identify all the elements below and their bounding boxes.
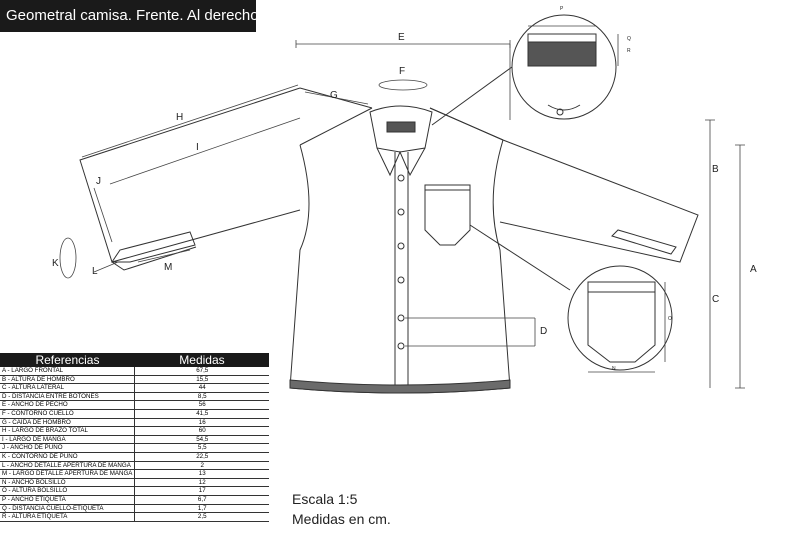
row-value: 8,5 — [134, 392, 269, 402]
row-label: K - CONTORNO DE PUNO — [0, 452, 135, 462]
row-label: F - CONTORNO CUELLO — [0, 409, 135, 419]
row-label: N - ANCHO BOLSILLO — [0, 478, 135, 488]
button-icon — [397, 174, 405, 182]
row-label: E - ANCHO DE PECHO — [0, 400, 135, 410]
row-label: O - ALTURA BOLSILLO — [0, 486, 135, 496]
row-label: B - ALTURA DE HOMBRO — [0, 375, 135, 385]
dim-label-g: G — [330, 90, 338, 101]
table-header-medidas: Medidas — [134, 353, 269, 367]
dim-label-d: D — [540, 326, 547, 337]
row-value: 5,5 — [134, 443, 269, 453]
button-icon — [397, 242, 405, 250]
row-value: 2,5 — [134, 512, 269, 522]
placket — [394, 152, 409, 388]
label-detail-circle — [511, 14, 617, 120]
row-label: R - ALTURA ETIQUETA — [0, 512, 135, 522]
dim-label-q: Q — [627, 36, 631, 42]
button-icon — [397, 342, 405, 350]
dim-label-f: F — [399, 66, 405, 77]
row-label: I - LARGO DE MANGA — [0, 435, 135, 445]
row-label: Q - DISTANCIA CUELLO-ETIQUETA — [0, 504, 135, 514]
row-value: 67,5 — [134, 367, 269, 376]
scale-note: Escala 1:5 Medidas en cm. — [292, 489, 391, 529]
row-value: 1,7 — [134, 504, 269, 514]
dim-label-i: I — [196, 142, 199, 153]
dim-label-j: J — [96, 176, 101, 187]
dim-label-e: E — [398, 32, 405, 43]
dim-label-a: A — [750, 264, 757, 275]
row-value: 15,5 — [134, 375, 269, 385]
row-value: 12 — [134, 478, 269, 488]
dim-label-l: L — [92, 266, 98, 277]
row-value: 6,7 — [134, 495, 269, 505]
dim-label-r: R — [627, 48, 631, 54]
dim-label-k: K — [52, 258, 59, 269]
row-value: 60 — [134, 426, 269, 436]
dim-label-p: P — [560, 6, 564, 12]
row-value: 17 — [134, 486, 269, 496]
row-value: 22,5 — [134, 452, 269, 462]
dim-label-c: C — [712, 294, 719, 305]
row-value: 13 — [134, 469, 269, 479]
row-label: P - ANCHO ETIQUETA — [0, 495, 135, 505]
dim-label-m: M — [164, 262, 172, 273]
row-value: 56 — [134, 400, 269, 410]
dim-label-b: B — [712, 164, 719, 175]
row-label: G - CAIDA DE HOMBRO — [0, 418, 135, 428]
row-value: 2 — [134, 461, 269, 471]
collar-outline — [369, 105, 433, 153]
row-value: 16 — [134, 418, 269, 428]
row-label: C - ALTURA LATERAL — [0, 383, 135, 393]
chest-pocket — [424, 184, 471, 246]
row-label: J - ANCHO DE PUNO — [0, 443, 135, 453]
row-label: D - DISTANCIA ENTRE BOTONES — [0, 392, 135, 402]
row-label: A - LARGO FRONTAL — [0, 367, 135, 376]
button-icon — [397, 314, 405, 322]
placket-buttons — [397, 174, 405, 350]
dim-label-h: H — [176, 112, 183, 123]
scale-text: Escala 1:5 — [292, 491, 358, 507]
row-value: 44 — [134, 383, 269, 393]
button-icon — [397, 276, 405, 284]
row-value: 54,5 — [134, 435, 269, 445]
row-label: M - LARGO DETALLE APERTURA DE MANGA — [0, 469, 135, 479]
table-header-referencias: Referencias — [0, 353, 135, 367]
dim-label-n: N — [612, 366, 616, 372]
row-value: 41,5 — [134, 409, 269, 419]
left-sleeve-outline — [79, 87, 373, 263]
row-label: L - ANCHO DETALLE APERTURA DE MANGA — [0, 461, 135, 471]
pocket-detail-circle — [567, 265, 673, 371]
button-icon — [397, 208, 405, 216]
row-label: H - LARGO DE BRAZO TOTAL — [0, 426, 135, 436]
page-title: Geometral camisa. Frente. Al derecho. — [0, 0, 263, 32]
units-text: Medidas en cm. — [292, 511, 391, 527]
dim-label-o: O — [668, 316, 672, 322]
